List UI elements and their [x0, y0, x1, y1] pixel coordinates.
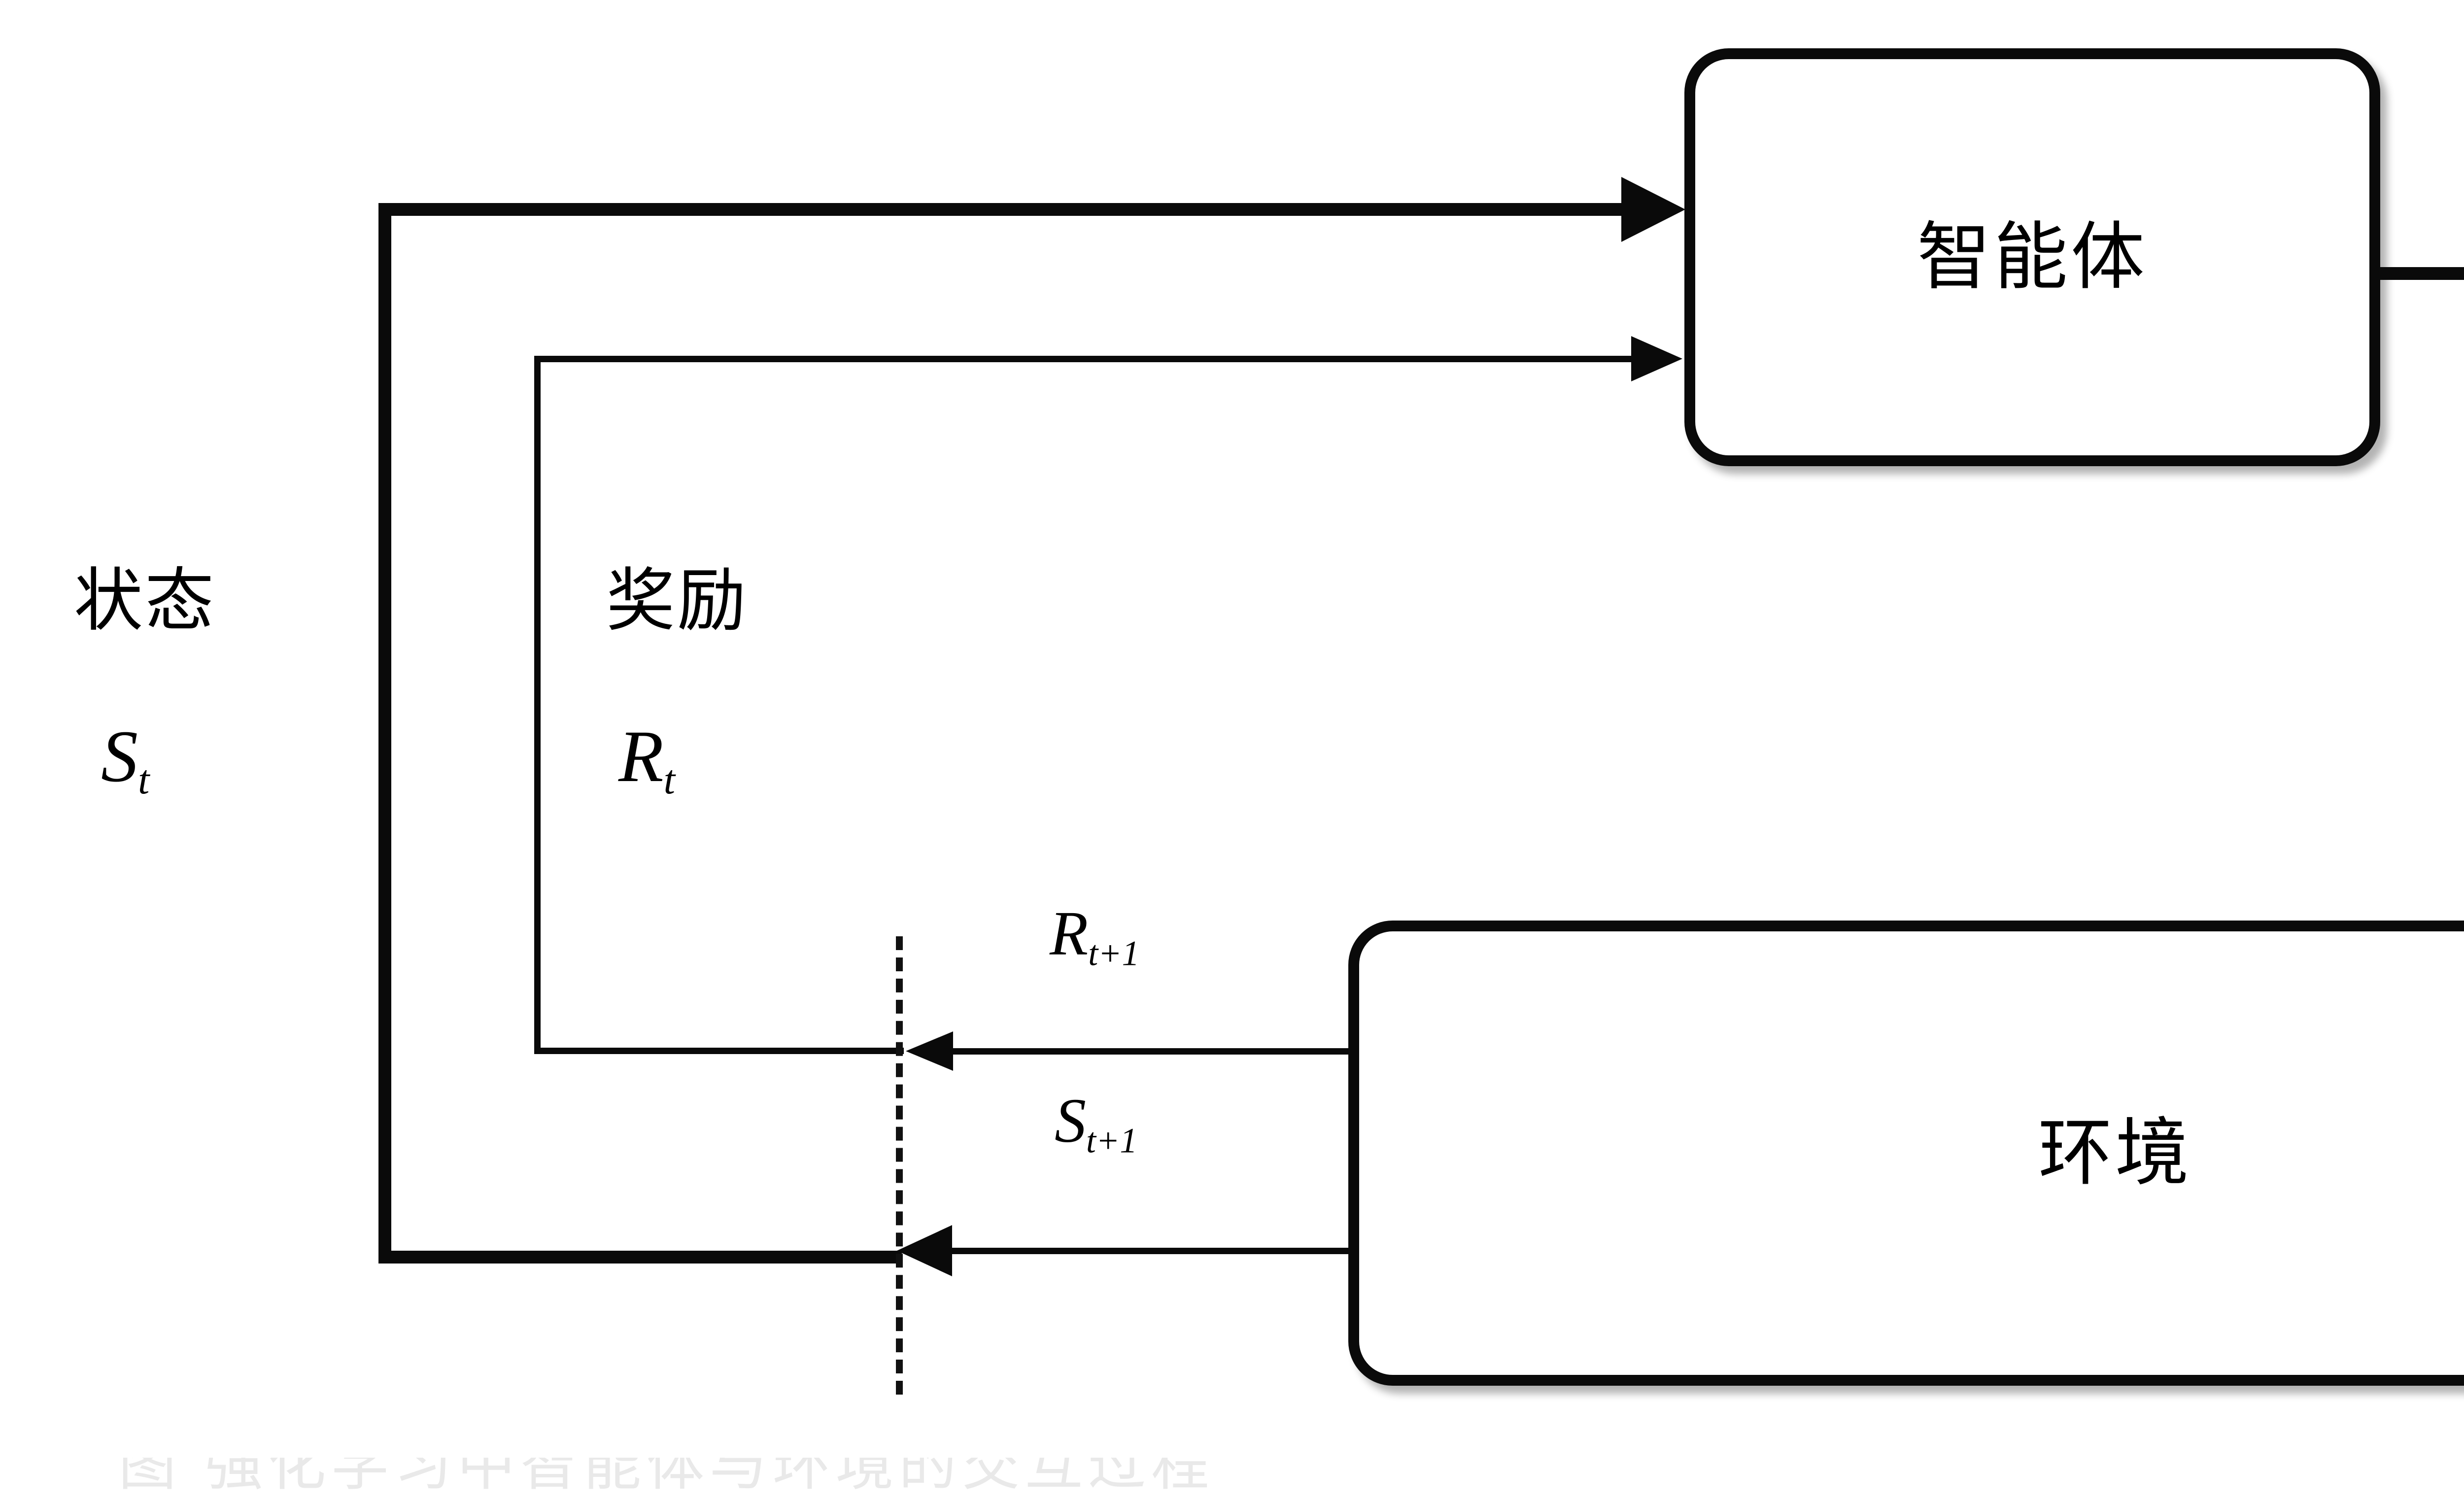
- reward-symbol-subscript: t: [663, 757, 675, 803]
- time-step-boundary-dashed-line: [896, 936, 903, 1395]
- agent-node-label: 智能体: [1916, 214, 2148, 300]
- state-symbol-base: S: [101, 716, 138, 797]
- next-state-edge-arrowhead: [897, 1225, 952, 1276]
- state-edge-label-symbol: St: [101, 719, 149, 801]
- environment-node[interactable]: 环境: [1348, 921, 2464, 1386]
- next-state-symbol-subscript: t+1: [1086, 1121, 1138, 1161]
- next-reward-edge-label: Rt+1: [1050, 902, 1139, 971]
- state-edge-left-segment: [378, 203, 391, 1264]
- next-reward-edge-arrowhead: [906, 1031, 953, 1071]
- figure-caption: 图 强化学习中智能体与环境的交互过程: [118, 1458, 1214, 1498]
- next-state-edge-label: St+1: [1055, 1089, 1137, 1159]
- state-edge-bottom-segment: [378, 1251, 902, 1264]
- next-reward-symbol-subscript: t+1: [1088, 933, 1140, 973]
- next-reward-edge-segment: [951, 1048, 1355, 1055]
- state-edge-label-cjk: 状态: [74, 561, 216, 641]
- reward-edge-bottom-segment: [534, 1048, 904, 1054]
- agent-node[interactable]: 智能体: [1684, 48, 2380, 466]
- reward-edge-left-segment: [534, 356, 541, 1054]
- next-state-edge-segment: [951, 1248, 1355, 1254]
- caption-strip: 图 强化学习中智能体与环境的交互过程: [118, 1458, 1695, 1502]
- action-edge-top-segment: [2377, 267, 2464, 280]
- state-edge-top-segment: [378, 203, 1626, 216]
- state-symbol-subscript: t: [138, 757, 150, 803]
- reward-edge-top-segment: [534, 356, 1633, 362]
- reward-edge-label-cjk: 奖励: [606, 561, 749, 641]
- reward-symbol-base: R: [618, 716, 664, 797]
- environment-node-label: 环境: [2038, 1110, 2192, 1196]
- state-edge-arrowhead: [1621, 177, 1685, 242]
- reward-edge-arrowhead: [1631, 336, 1682, 381]
- next-state-symbol-base: S: [1055, 1086, 1086, 1156]
- next-reward-symbol-base: R: [1050, 898, 1089, 968]
- reward-edge-label-symbol: Rt: [618, 719, 675, 801]
